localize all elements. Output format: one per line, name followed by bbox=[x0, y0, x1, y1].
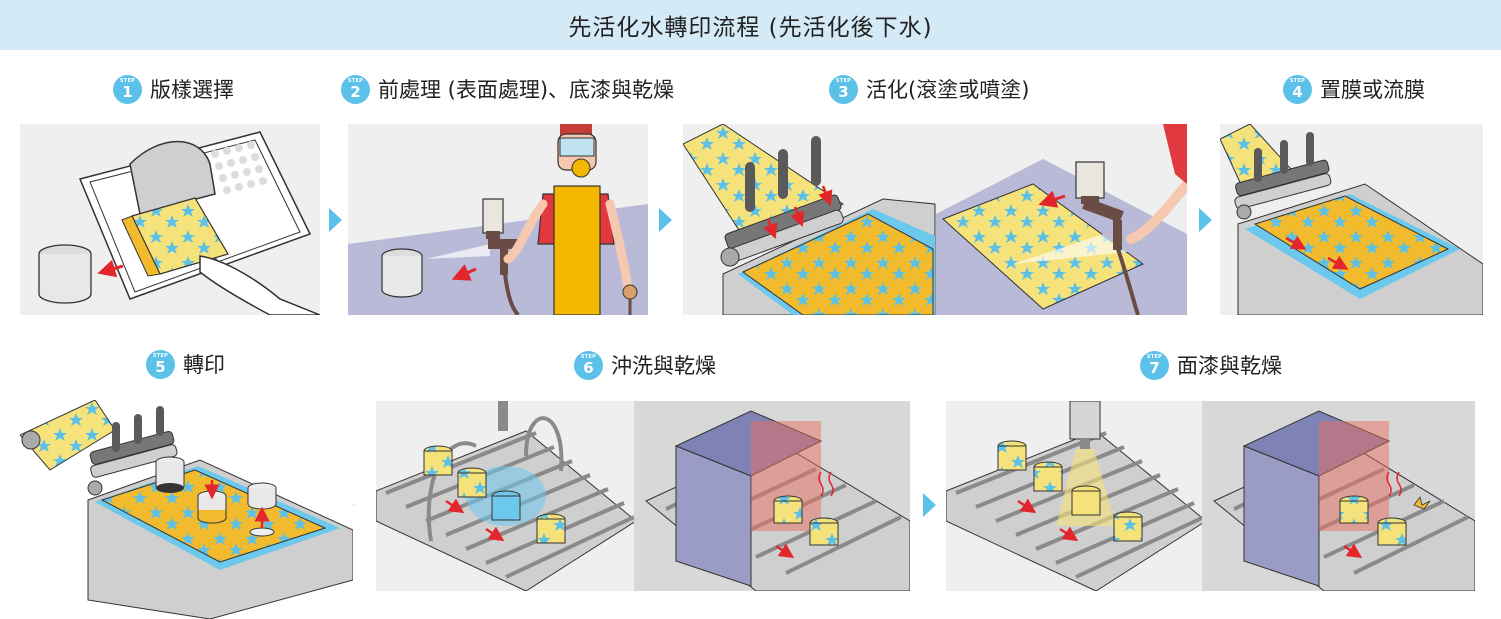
step-7-illustration bbox=[946, 401, 1475, 591]
step-1-illustration bbox=[20, 124, 320, 315]
page-title: 先活化水轉印流程 (先活化後下水) bbox=[568, 15, 933, 41]
step-label: 前處理 (表面處理)、底漆與乾燥 bbox=[378, 78, 675, 102]
oven-scene bbox=[1202, 401, 1475, 591]
part-cup-icon bbox=[38, 244, 92, 304]
step-4-illustration bbox=[1220, 124, 1483, 315]
part-cup-icon bbox=[197, 490, 227, 524]
step-5-illustration bbox=[20, 400, 353, 619]
flow-arrow-icon bbox=[659, 208, 672, 232]
step-label: 活化(滾塗或噴塗) bbox=[866, 78, 1030, 102]
spray-gun-icon bbox=[1069, 401, 1101, 449]
roller-icon bbox=[720, 136, 844, 267]
step-2-illustration bbox=[348, 124, 648, 315]
step-label: 版樣選擇 bbox=[150, 78, 234, 102]
page-title-banner: 先活化水轉印流程 (先活化後下水) bbox=[0, 0, 1501, 50]
step-6-illustration bbox=[376, 401, 910, 591]
step-label: 置膜或流膜 bbox=[1320, 78, 1425, 102]
step-label: 沖洗與乾燥 bbox=[611, 354, 716, 378]
spray-gun-icon bbox=[1075, 161, 1140, 315]
roller-scene bbox=[683, 124, 936, 315]
step-3-illustration bbox=[683, 124, 1187, 315]
oven-icon bbox=[1242, 410, 1391, 587]
part-cup-icon bbox=[155, 456, 185, 493]
step-label: 轉印 bbox=[183, 353, 225, 377]
part-cup-icon bbox=[997, 440, 1143, 542]
part-cup-icon bbox=[423, 445, 566, 544]
step-label: 面漆與乾燥 bbox=[1177, 354, 1282, 378]
oven-icon bbox=[674, 410, 823, 587]
oven-scene bbox=[634, 401, 910, 591]
roller-icon bbox=[1234, 132, 1332, 220]
part-cup-icon bbox=[247, 482, 277, 537]
flow-arrow-icon bbox=[329, 208, 342, 232]
flow-arrow-icon bbox=[1199, 208, 1212, 232]
part-cup-icon bbox=[381, 248, 423, 298]
worker-figure bbox=[503, 124, 638, 315]
spray-scene bbox=[936, 124, 1187, 315]
roller-icon bbox=[21, 406, 178, 496]
catalog-book-icon bbox=[78, 131, 312, 300]
flow-arrow-icon bbox=[923, 493, 936, 517]
